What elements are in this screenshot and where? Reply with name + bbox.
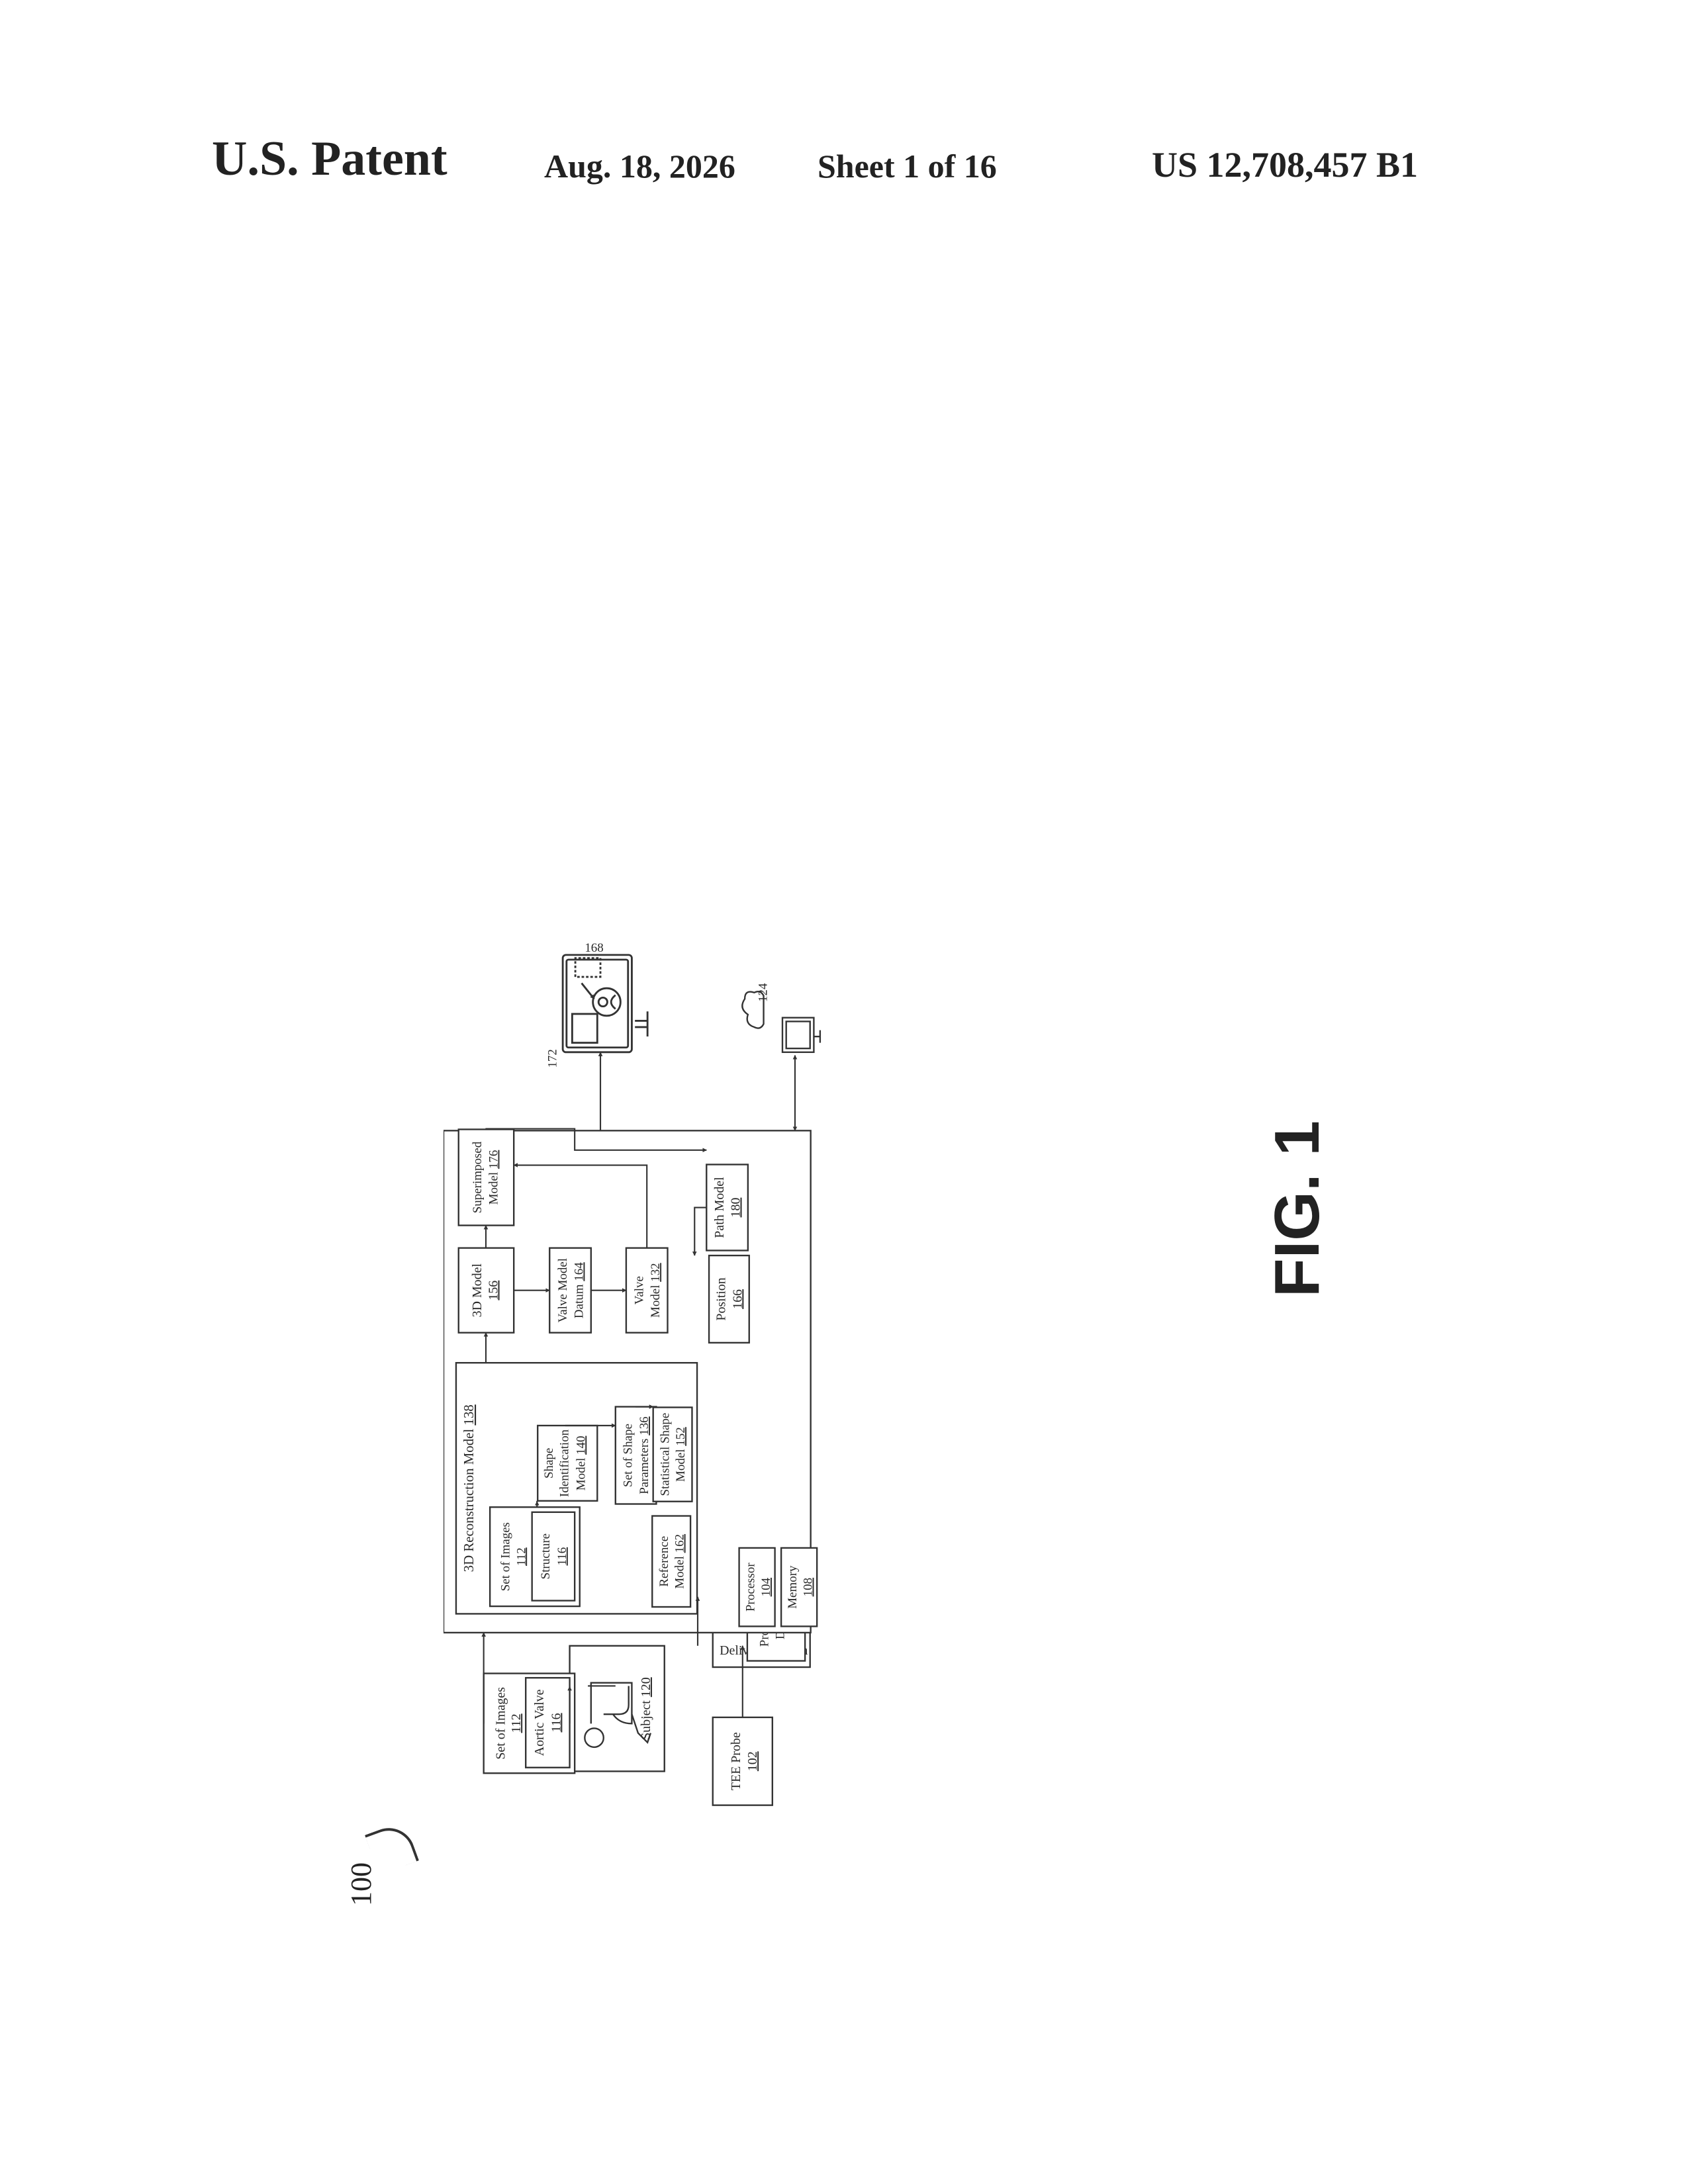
aortic-valve-ref: 116: [549, 1713, 563, 1732]
path-model-label: Path Model: [712, 1177, 727, 1238]
valve-model-label2: Model 132: [649, 1263, 663, 1318]
input-images-label: Set of Images: [493, 1687, 508, 1760]
valve-model-datum-label1: Valve Model: [556, 1258, 570, 1322]
processor-ref: 104: [759, 1577, 773, 1596]
cloud-terminal-icon: [742, 991, 820, 1052]
superimposed-model-label2: Model 176: [487, 1150, 501, 1205]
processor-label: Processor: [743, 1563, 757, 1612]
input-images-box: Set of Images 112 Aortic Valve 116: [484, 1674, 575, 1774]
shape-identification-label3: Model 140: [574, 1436, 588, 1491]
tee-probe-box: TEE Probe 102: [713, 1717, 773, 1805]
path-model-box: Path Model 180: [706, 1165, 748, 1251]
cloud-ref: 124: [756, 983, 770, 1002]
model-3d-ref: 156: [487, 1281, 501, 1300]
processor-box: Processor 104: [739, 1548, 775, 1627]
memory-ref: 108: [802, 1578, 816, 1596]
valve-model-label1: Valve: [633, 1276, 647, 1304]
reconstruction-model-box: 3D Reconstruction Model 138 Set of Image…: [456, 1363, 697, 1614]
valve-model-box: Valve Model 132: [626, 1248, 668, 1333]
shape-parameters-label2: Parameters 136: [637, 1416, 651, 1494]
position-box: Position 166: [709, 1255, 749, 1343]
figure-caption: FIG. 1: [1261, 1120, 1334, 1297]
display-ref: 168: [585, 941, 603, 955]
subject-label: Subject 120: [639, 1677, 653, 1740]
tee-probe-ref: 102: [745, 1751, 760, 1771]
structure-label: Structure: [539, 1533, 553, 1579]
valve-model-datum-label2: Datum 164: [572, 1262, 586, 1318]
model-3d-label: 3D Model: [470, 1263, 485, 1318]
superimposed-model-box: Superimposed Model 176: [459, 1129, 514, 1225]
position-ref: 166: [730, 1289, 745, 1309]
memory-label: Memory: [786, 1565, 800, 1609]
system-ref-label: 100: [344, 1862, 378, 1906]
position-label: Position: [714, 1277, 729, 1320]
statistical-shape-label1: Statistical Shape: [658, 1413, 672, 1496]
panel-ref: 172: [546, 1049, 560, 1068]
shape-parameters-label1: Set of Shape: [621, 1424, 635, 1487]
tee-probe-label: TEE Probe: [729, 1732, 743, 1790]
shape-identification-label2: Identification: [558, 1429, 572, 1497]
inner-images-ref: 112: [514, 1547, 528, 1566]
valve-model-datum-box: Valve Model Datum 164: [549, 1248, 591, 1333]
input-images-ref: 112: [509, 1713, 524, 1733]
superimposed-model-label1: Superimposed: [471, 1141, 485, 1213]
display-device-icon: [563, 955, 647, 1052]
structure-ref: 116: [555, 1547, 569, 1566]
path-model-ref: 180: [729, 1198, 743, 1218]
inner-images-label: Set of Images: [499, 1522, 513, 1591]
figure-1-diagram: TEE Probe 102 Subject 120 Delivery Syste…: [444, 278, 1291, 2065]
statistical-shape-label2: Model 152: [674, 1427, 688, 1482]
aortic-valve-label: Aortic Valve: [532, 1689, 547, 1756]
subject-box: Subject 120: [570, 1646, 665, 1772]
shape-identification-label1: Shape: [542, 1448, 556, 1479]
reference-model-label1: Reference: [657, 1536, 671, 1587]
memory-box: Memory 108: [781, 1548, 817, 1627]
reference-model-label2: Model 162: [673, 1534, 687, 1589]
model-3d-box: 3D Model 156: [459, 1248, 514, 1333]
reconstruction-model-label: 3D Reconstruction Model 138: [461, 1404, 477, 1572]
